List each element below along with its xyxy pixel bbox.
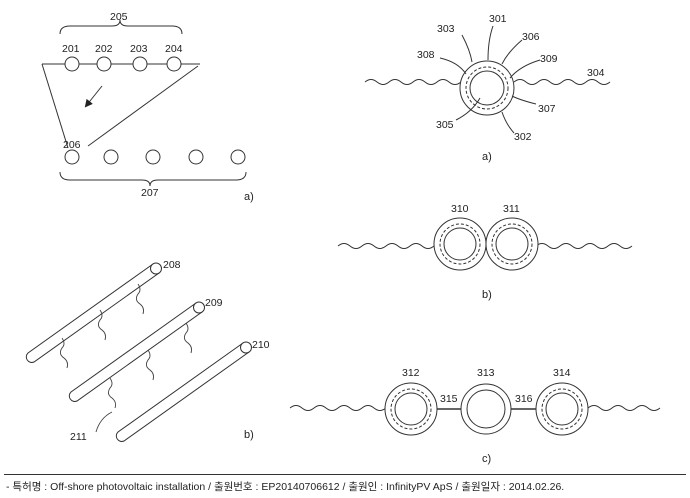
link-wave xyxy=(97,309,107,341)
dashed-ring-310 xyxy=(439,223,481,265)
figure-a-left xyxy=(41,19,247,187)
patent-info-footer: - 특허명 : Off-shore photovoltaic installat… xyxy=(6,481,565,493)
label-314: 314 xyxy=(553,367,571,379)
link-wave xyxy=(107,377,117,409)
circle-202 xyxy=(96,56,112,72)
circle-bottom-5 xyxy=(230,149,246,165)
figure-b-left xyxy=(25,262,252,442)
leader-309 xyxy=(509,59,541,79)
label-205: 205 xyxy=(110,11,128,23)
label-208: 208 xyxy=(163,259,181,271)
label-303: 303 xyxy=(437,23,455,35)
label-311: 311 xyxy=(503,203,520,215)
arrow xyxy=(84,85,103,108)
circle-201 xyxy=(64,56,80,72)
label-204: 204 xyxy=(165,43,183,55)
patent-figure: 205 201 202 203 204 206 207 a) 208 209 2… xyxy=(25,11,661,465)
label-316: 316 xyxy=(515,393,533,405)
label-306: 306 xyxy=(522,31,540,43)
figure-b-right xyxy=(337,217,633,271)
tube-210-end xyxy=(240,341,252,354)
label-305: 305 xyxy=(436,119,454,131)
wavy-links-b-left xyxy=(59,283,193,433)
dashed-ring-311 xyxy=(491,223,533,265)
dashed-ring-314 xyxy=(541,388,583,430)
label-206: 206 xyxy=(63,139,81,151)
label-310: 310 xyxy=(451,203,469,215)
bracket-205 xyxy=(59,19,183,35)
link-wave xyxy=(59,337,69,369)
wavy-line-left-b xyxy=(337,243,435,249)
wavy-line-left-304 xyxy=(364,79,462,85)
label-202: 202 xyxy=(95,43,113,55)
link-wave xyxy=(183,322,193,354)
figure-c-right xyxy=(289,382,661,436)
label-313: 313 xyxy=(477,367,495,379)
leader-305 xyxy=(455,97,481,121)
leader-306 xyxy=(501,39,523,65)
inner-ring-310 xyxy=(443,227,477,261)
tube-208-end xyxy=(150,262,162,275)
label-209: 209 xyxy=(205,297,223,309)
tube-209-end xyxy=(193,301,205,314)
wavy-line-right-b xyxy=(535,243,633,249)
circle-bottom-4 xyxy=(188,149,204,165)
leader-301 xyxy=(487,25,494,61)
tube-210 xyxy=(115,342,250,442)
label-309: 309 xyxy=(540,53,558,65)
figure-a-right xyxy=(364,25,611,134)
tube-209 xyxy=(68,302,203,402)
circle-bottom-3 xyxy=(145,149,161,165)
label-201: 201 xyxy=(62,43,80,55)
inner-ring-312 xyxy=(394,392,428,426)
sublabel-b-right: b) xyxy=(482,289,492,301)
leader-302 xyxy=(501,111,515,134)
link-wave xyxy=(145,349,155,381)
link-wave xyxy=(135,283,145,315)
wavy-line-left-c xyxy=(289,405,387,411)
wavy-line-right-304 xyxy=(513,79,611,85)
label-301: 301 xyxy=(489,13,507,25)
projection-line-right xyxy=(87,65,199,147)
footer-divider xyxy=(4,474,686,475)
tube-208 xyxy=(25,263,160,363)
inner-ring-305 xyxy=(469,70,505,106)
sublabel-b-left: b) xyxy=(244,429,254,441)
leader-303 xyxy=(461,34,473,63)
circle-204 xyxy=(166,56,182,72)
label-307: 307 xyxy=(538,103,556,115)
label-210: 210 xyxy=(252,339,270,351)
label-302: 302 xyxy=(514,131,532,143)
label-308: 308 xyxy=(417,49,435,61)
inner-ring-313 xyxy=(466,389,506,429)
label-312: 312 xyxy=(402,367,420,379)
sublabel-a-right: a) xyxy=(482,151,492,163)
inner-ring-314 xyxy=(545,392,579,426)
circle-206 xyxy=(64,149,80,165)
sublabel-c-right: c) xyxy=(482,453,491,465)
label-211: 211 xyxy=(70,431,87,443)
inner-ring-311 xyxy=(495,227,529,261)
wavy-line-right-c xyxy=(587,405,661,411)
label-315: 315 xyxy=(440,393,458,405)
label-203: 203 xyxy=(130,43,148,55)
sublabel-a-left: a) xyxy=(244,191,254,203)
leader-307 xyxy=(511,95,537,105)
leader-211 xyxy=(95,411,113,433)
circle-203 xyxy=(132,56,148,72)
circle-bottom-2 xyxy=(103,149,119,165)
dashed-ring-306 xyxy=(465,66,509,110)
leader-308 xyxy=(439,57,467,75)
projection-line-left xyxy=(41,63,69,149)
bracket-207 xyxy=(59,171,247,187)
label-304: 304 xyxy=(587,67,605,79)
dashed-ring-312 xyxy=(390,388,432,430)
label-207: 207 xyxy=(141,187,159,199)
